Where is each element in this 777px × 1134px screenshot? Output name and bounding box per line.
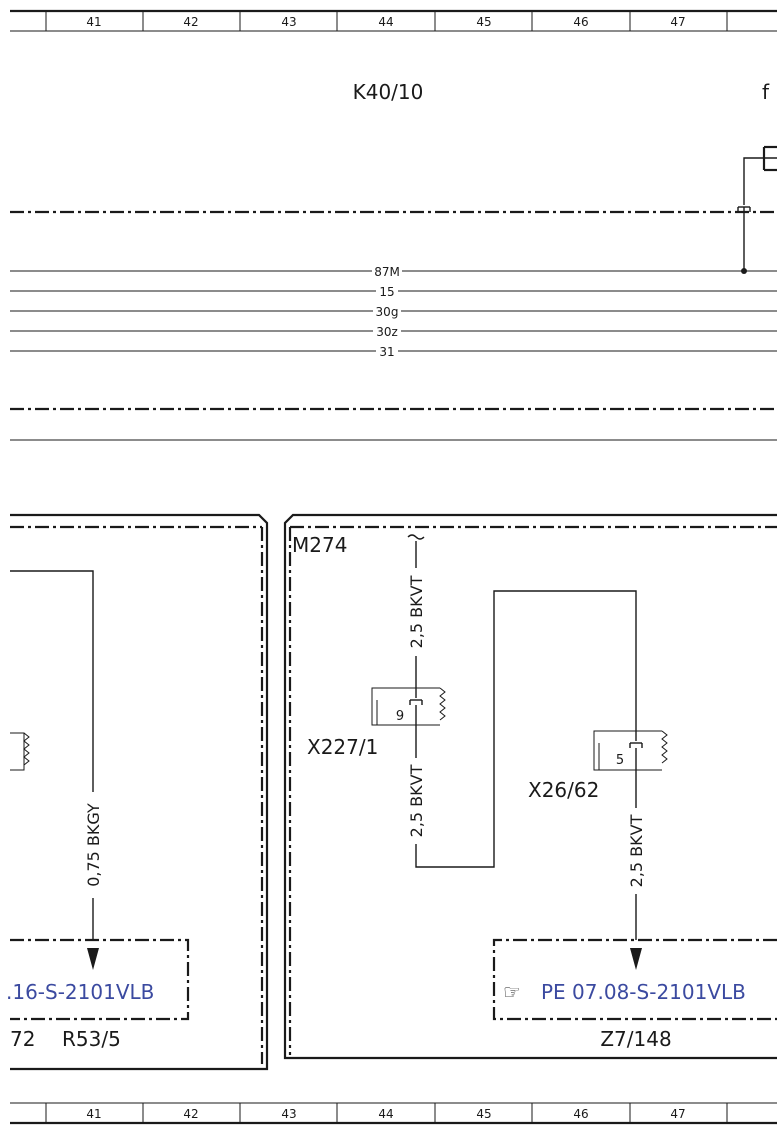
grid-label-46-bottom: 46	[573, 1107, 588, 1121]
top-grid-ruler: 41 42 43 44 45 46 47	[10, 9, 777, 32]
grid-label-42-bottom: 42	[183, 1107, 198, 1121]
grid-label-44-bottom: 44	[378, 1107, 393, 1121]
grid-label-47: 47	[670, 15, 685, 29]
grid-label-44: 44	[378, 15, 393, 29]
grid-label-46: 46	[573, 15, 588, 29]
grid-label-41-bottom: 41	[86, 1107, 101, 1121]
wire-label-right: 2,5 BKVT	[627, 814, 646, 887]
wire-label-left: 0,75 BKGY	[84, 803, 103, 887]
module-title: M274	[292, 533, 347, 557]
component-code-72: 72	[10, 1027, 35, 1051]
bus-lines: 87M 15 30g 30z 31	[10, 265, 777, 359]
bottom-grid-ruler: 41 42 43 44 45 46 47	[10, 1102, 777, 1125]
bus-label-15: 15	[379, 285, 394, 299]
grid-label-42: 42	[183, 15, 198, 29]
pin-label-9: 9	[396, 709, 404, 724]
reference-link-right[interactable]: PE 07.08-S-2101VLB	[541, 980, 746, 1004]
bus-label-31: 31	[379, 345, 394, 359]
wire-label-middle: 2,5 BKVT	[407, 764, 426, 837]
component-code-z7-148: Z7/148	[600, 1027, 671, 1051]
grid-label-41: 41	[86, 15, 101, 29]
connector-x227-1: 9	[371, 687, 446, 726]
grid-label-43: 43	[281, 15, 296, 29]
pin-label-5: 5	[616, 753, 624, 768]
arrow-down-icon	[630, 948, 642, 970]
grid-label-47-bottom: 47	[670, 1107, 685, 1121]
connector-label-x26-62: X26/62	[528, 778, 599, 802]
reference-link-left[interactable]: .16-S-2101VLB	[6, 980, 154, 1004]
bus-label-87m: 87M	[374, 265, 400, 279]
grid-label-45: 45	[476, 15, 491, 29]
connector-x26-62: 5	[593, 730, 668, 771]
left-module: 0,75 BKGY .16-S-2101VLB 72 R53/5	[6, 513, 269, 1071]
connector-label-x227-1: X227/1	[307, 735, 378, 759]
cut-off-label: f	[762, 80, 770, 104]
fuse-symbol	[737, 145, 777, 274]
right-module: M274 2,5 BKVT 9 X227/1 2,5 BKVT 5	[283, 513, 777, 1060]
component-code-r53-5: R53/5	[62, 1027, 121, 1051]
pointing-hand-icon: ☞	[503, 980, 521, 1004]
arrow-down-icon	[87, 948, 99, 970]
component-title: K40/10	[353, 80, 424, 104]
grid-label-45-bottom: 45	[476, 1107, 491, 1121]
bus-label-30z: 30z	[376, 325, 398, 339]
bus-label-30g: 30g	[376, 305, 399, 319]
wire-label-top: 2,5 BKVT	[407, 575, 426, 648]
grid-label-43-bottom: 43	[281, 1107, 296, 1121]
